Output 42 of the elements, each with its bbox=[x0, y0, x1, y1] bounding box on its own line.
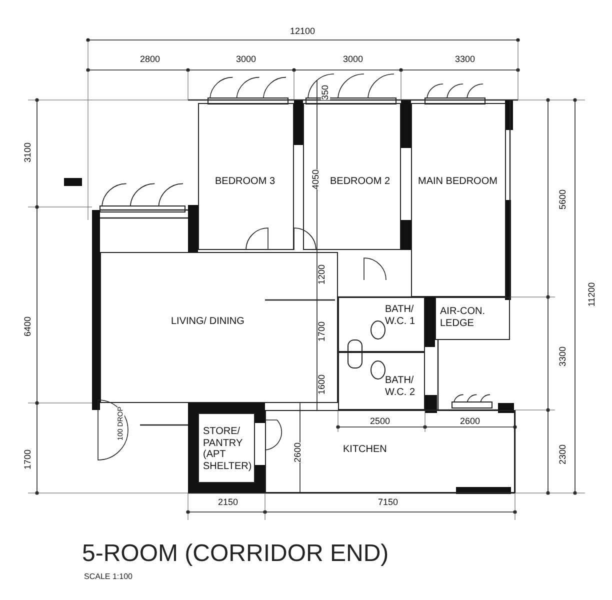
room-outline bbox=[198, 103, 294, 250]
room-label: MAIN BEDROOM bbox=[418, 176, 498, 188]
room-outline bbox=[100, 252, 338, 403]
room-outline bbox=[338, 297, 425, 352]
caption: SCALE 1:100 bbox=[84, 572, 132, 581]
dimension-label: 3000 bbox=[343, 55, 364, 64]
dimension-label: 2800 bbox=[140, 55, 160, 64]
room-label: BATH/ W.C. 1 bbox=[385, 304, 416, 327]
dimension-label: 11200 bbox=[588, 282, 597, 307]
diagram-title: 5-ROOM (CORRIDOR END) bbox=[82, 540, 389, 568]
dimension-label: 2600 bbox=[460, 417, 480, 426]
room-label: AIR-CON. LEDGE bbox=[440, 306, 486, 329]
room-label: BEDROOM 2 bbox=[330, 176, 390, 188]
room-outline bbox=[265, 410, 515, 493]
dimension-label: 2300 bbox=[558, 444, 568, 465]
dimension-label: 350 bbox=[321, 84, 330, 100]
dimension-label: 6400 bbox=[24, 316, 33, 337]
dimension-label: 5600 bbox=[558, 189, 568, 210]
dimension-label: 3300 bbox=[558, 346, 568, 367]
room-outline bbox=[198, 413, 255, 483]
dimension-label: 4050 bbox=[312, 169, 321, 190]
dimension-label: 1700 bbox=[318, 321, 327, 342]
dimension-label: 1600 bbox=[318, 374, 327, 395]
dimension-label: 1200 bbox=[318, 264, 327, 285]
dimension-label: 3000 bbox=[236, 55, 256, 64]
room-label: STORE/ PANTRY (APT SHELTER) bbox=[203, 426, 253, 472]
dimension-label: 3100 bbox=[24, 142, 33, 163]
room-outline bbox=[303, 103, 401, 250]
room-outline bbox=[435, 297, 510, 340]
room-label: KITCHEN bbox=[343, 444, 387, 456]
room-label: LIVING/ DINING bbox=[171, 316, 244, 328]
room-label: BEDROOM 3 bbox=[215, 176, 276, 188]
dimension-label: 7150 bbox=[378, 498, 398, 507]
dimension-label: 2600 bbox=[294, 442, 303, 463]
dimension-label: 12100 bbox=[290, 27, 316, 36]
dimension-label: 1700 bbox=[24, 449, 33, 470]
room-label: BATH/ W.C. 2 bbox=[385, 375, 416, 398]
dimension-label: 2500 bbox=[370, 417, 390, 426]
dimension-label: 2150 bbox=[218, 498, 238, 507]
room-outline bbox=[338, 352, 425, 410]
room-outline bbox=[411, 103, 506, 297]
dimension-label: 3300 bbox=[455, 55, 476, 64]
